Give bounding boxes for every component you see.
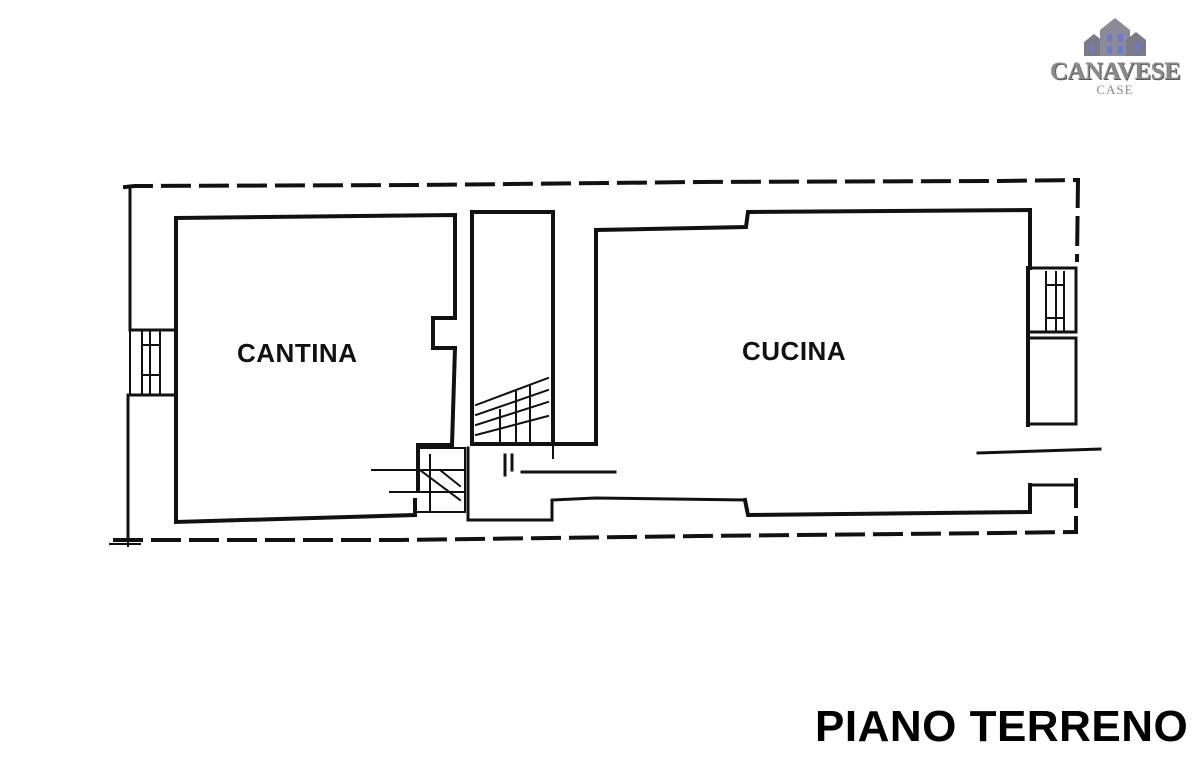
corner-marks bbox=[109, 443, 554, 547]
brand-logo: CANAVESE CASE bbox=[1040, 12, 1190, 102]
room-label-cantina: CANTINA bbox=[237, 338, 358, 368]
logo-brand-text: CANAVESE bbox=[1049, 58, 1181, 85]
outer-dashed-wall bbox=[113, 177, 1081, 542]
floor-title: PIANO TERRENO bbox=[815, 702, 1189, 751]
logo-sub-text: CASE bbox=[1096, 82, 1134, 97]
stair-core bbox=[470, 210, 555, 446]
stair-steps bbox=[474, 376, 550, 445]
passage-walls bbox=[466, 446, 747, 522]
room-label-cucina: CUCINA bbox=[742, 336, 847, 366]
right-exterior-wall bbox=[1026, 266, 1078, 487]
right-window bbox=[1045, 271, 1065, 331]
right-entrance-line bbox=[976, 447, 1102, 455]
cantina-walls bbox=[173, 212, 458, 525]
cucina-walls bbox=[551, 207, 1032, 518]
houses-icon bbox=[1084, 18, 1146, 56]
left-exterior-wall bbox=[126, 188, 176, 542]
landing-steps bbox=[371, 447, 466, 513]
left-window bbox=[129, 331, 161, 394]
